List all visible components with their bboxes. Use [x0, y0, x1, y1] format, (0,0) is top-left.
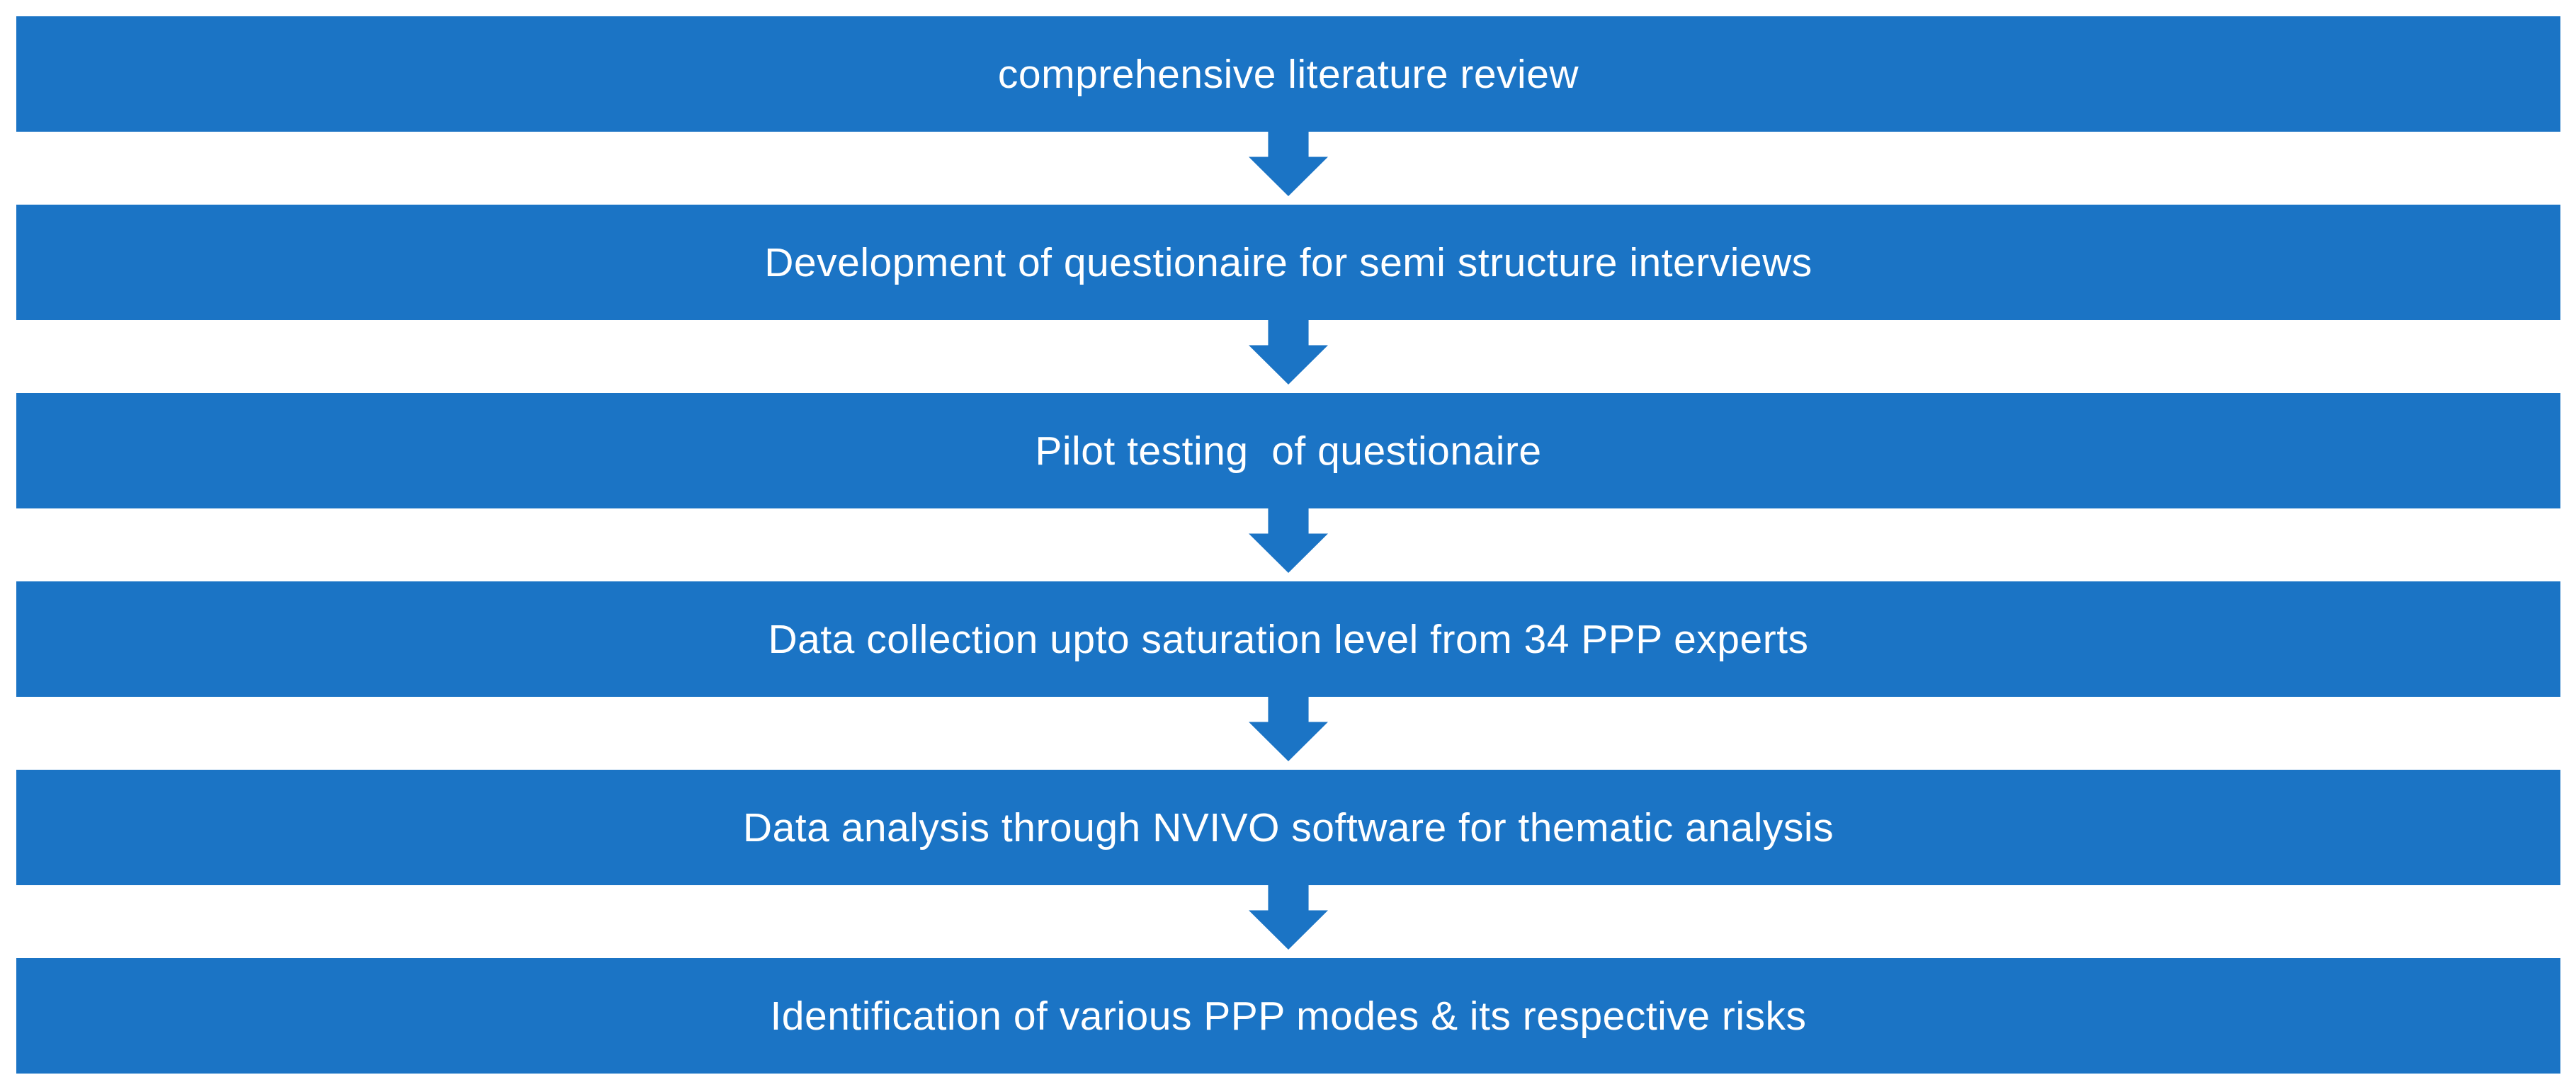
connector-gap-1: [16, 132, 2560, 205]
arrow-down-icon: [1249, 508, 1328, 573]
connector-gap-2: [16, 320, 2560, 393]
flow-step-1-label: comprehensive literature review: [997, 51, 1579, 97]
arrow-down-icon: [1249, 132, 1328, 196]
flow-step-1: comprehensive literature review: [16, 16, 2560, 132]
arrow-down-icon: [1249, 697, 1328, 761]
flow-step-2: Development of questionaire for semi str…: [16, 205, 2560, 320]
flow-step-2-label: Development of questionaire for semi str…: [764, 239, 1812, 285]
flow-step-4: Data collection upto saturation level fr…: [16, 581, 2560, 697]
arrow-down-icon: [1249, 885, 1328, 950]
arrow-down-icon: [1249, 320, 1328, 385]
flow-step-3: Pilot testing of questionaire: [16, 393, 2560, 508]
flow-step-5-label: Data analysis through NVIVO software for…: [742, 804, 1834, 850]
flow-step-4-label: Data collection upto saturation level fr…: [768, 616, 1809, 662]
flow-step-6-label: Identification of various PPP modes & it…: [770, 993, 1807, 1039]
flow-step-5: Data analysis through NVIVO software for…: [16, 770, 2560, 885]
flow-step-6: Identification of various PPP modes & it…: [16, 958, 2560, 1074]
flow-step-3-label: Pilot testing of questionaire: [1035, 428, 1542, 474]
connector-gap-4: [16, 697, 2560, 770]
connector-gap-3: [16, 508, 2560, 581]
connector-gap-5: [16, 885, 2560, 958]
